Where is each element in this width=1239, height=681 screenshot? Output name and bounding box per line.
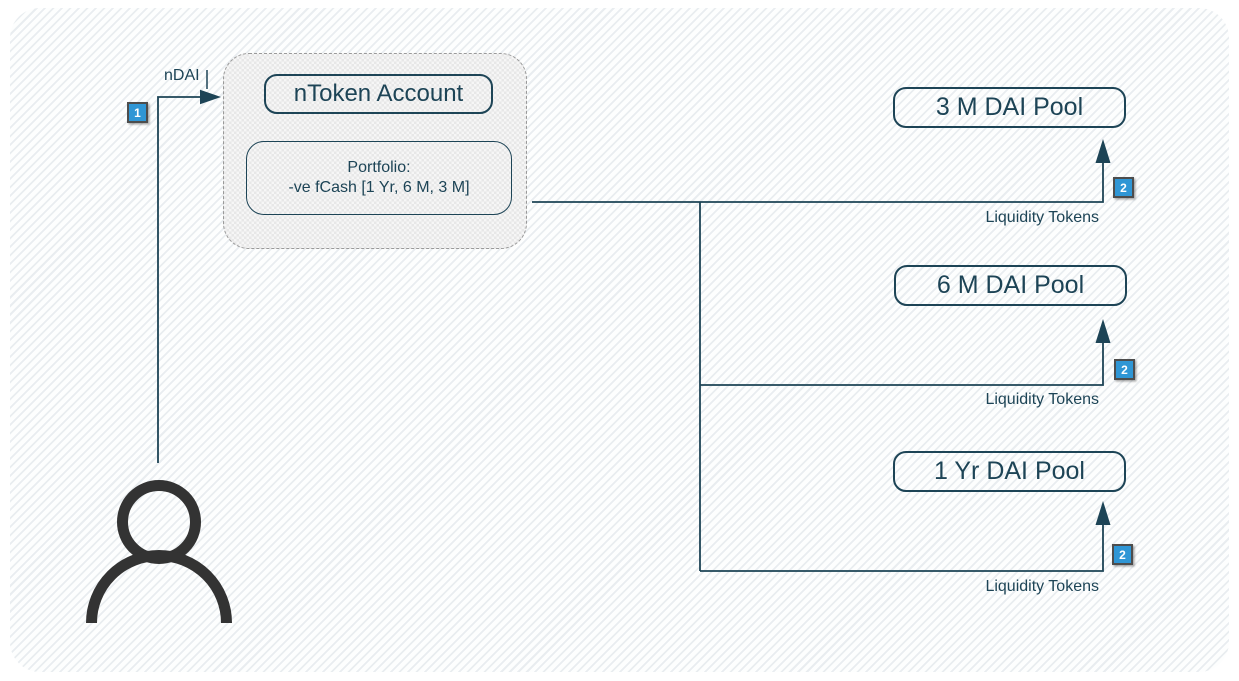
arrowhead-6m-pool: [1095, 319, 1111, 343]
step-badge-2-3m: 2: [1113, 177, 1134, 198]
edge-label-liquidity-tokens-1yr: Liquidity Tokens: [985, 578, 1099, 595]
ntoken-account-label: nToken Account: [293, 80, 464, 107]
portfolio-title: Portfolio:: [347, 159, 411, 176]
pool-label-6m: 6 M DAI Pool: [936, 271, 1085, 299]
edge-label-ndai: nDAI: [164, 67, 200, 84]
arrowhead-3m-pool: [1095, 139, 1111, 163]
pool-label-3m: 3 M DAI Pool: [935, 93, 1084, 121]
portfolio-node: Portfolio: -ve fCash [1 Yr, 6 M, 3 M]: [246, 141, 512, 215]
user-icon: [86, 480, 232, 624]
edge-to-3m-pool: [532, 163, 1104, 203]
pool-node-1yr-dai: 1 Yr DAI Pool: [893, 451, 1126, 492]
edge-label-liquidity-tokens-3m: Liquidity Tokens: [985, 209, 1099, 226]
step-badge-2-6m: 2: [1114, 359, 1135, 380]
diagram-canvas: [10, 8, 1229, 672]
edge-label-liquidity-tokens-6m: Liquidity Tokens: [985, 391, 1099, 408]
pool-label-1yr: 1 Yr DAI Pool: [933, 457, 1085, 485]
step-badge-2-1yr: 2: [1112, 544, 1133, 565]
step-badge-1: 1: [127, 102, 148, 123]
portfolio-contents: -ve fCash [1 Yr, 6 M, 3 M]: [288, 179, 470, 196]
edge-to-1yr-pool: [700, 525, 1104, 572]
edge-user-to-ntoken: [157, 96, 200, 463]
edge-to-6m-pool: [700, 343, 1104, 386]
arrowhead-ntoken: [200, 89, 221, 105]
arrowhead-1yr-pool: [1095, 501, 1111, 525]
pool-node-6m-dai: 6 M DAI Pool: [894, 265, 1127, 306]
pool-node-3m-dai: 3 M DAI Pool: [893, 87, 1126, 128]
ntoken-account-node: nToken Account: [264, 74, 493, 114]
